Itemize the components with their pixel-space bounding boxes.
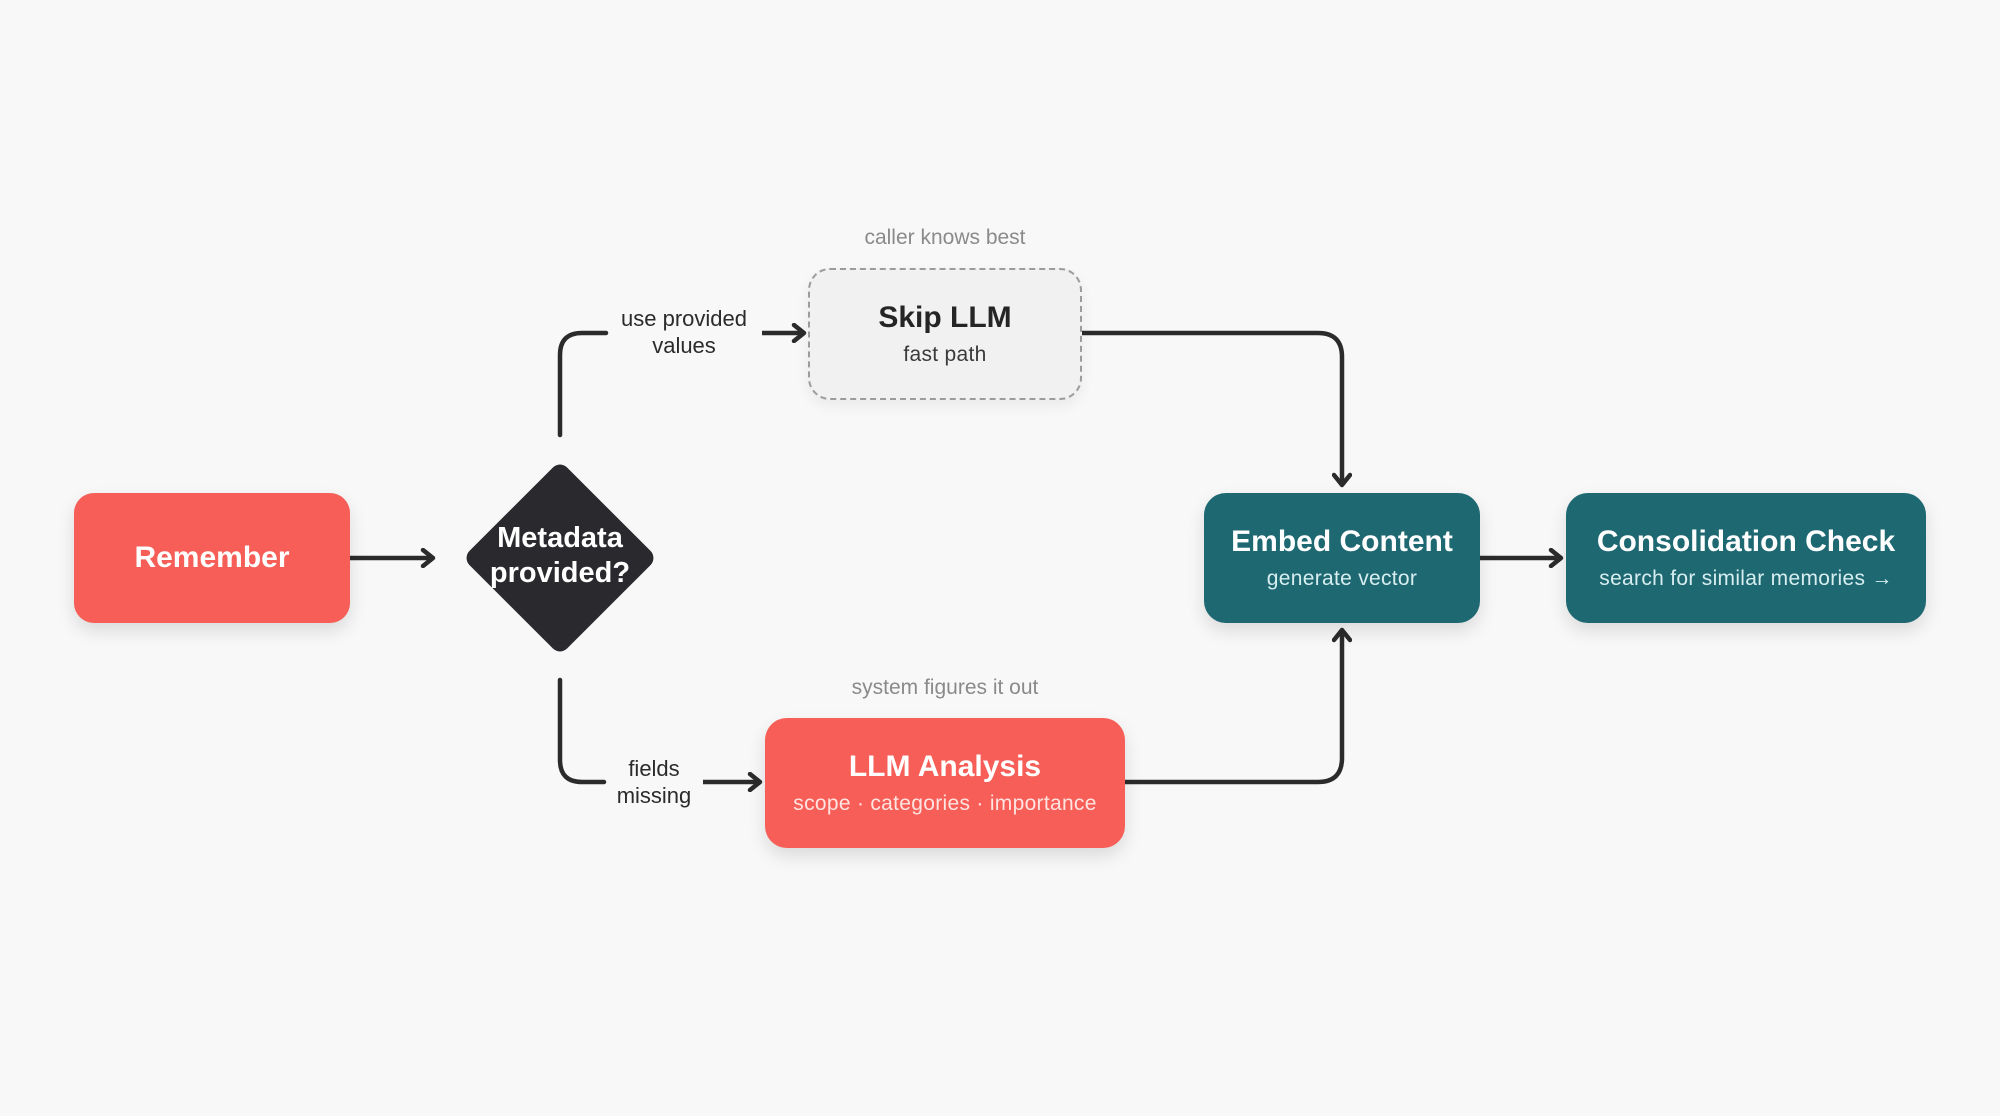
consolidation-check-title: Consolidation Check [1596, 524, 1896, 558]
consolidation-check-subtitle: search for similar memories → [1599, 567, 1893, 591]
llm-analysis-title: LLM Analysis [848, 749, 1042, 783]
llm-analysis-node[interactable]: LLM Analysis scope · categories · import… [765, 718, 1125, 848]
edge-skip-llm-to-embed [1082, 330, 1342, 482]
skip-llm-subtitle: fast path [903, 343, 987, 367]
remember-node[interactable]: Remember [74, 493, 350, 623]
remember-title: Remember [134, 540, 290, 574]
llm-analysis-subtitle: scope · categories · importance [793, 792, 1097, 816]
embed-content-node[interactable]: Embed Content generate vector [1204, 493, 1480, 623]
edge-label-fields-missing: fields missing [616, 756, 692, 808]
llm-analysis-caption: system figures it out [851, 676, 1039, 699]
edge-decision-to-skip-llm [557, 330, 609, 438]
edge-llm-analysis-to-embed [1125, 633, 1342, 785]
consolidation-check-node[interactable]: Consolidation Check search for similar m… [1566, 493, 1926, 623]
skip-llm-title: Skip LLM [878, 300, 1012, 334]
embed-content-subtitle: generate vector [1266, 567, 1418, 591]
decision-diamond-shape [466, 464, 654, 652]
edge-decision-to-llm-analysis [557, 677, 607, 785]
skip-llm-caption: caller knows best [864, 226, 1026, 249]
edge-label-use-provided-values: use provided values [621, 306, 747, 358]
skip-llm-node[interactable]: Skip LLM fast path [808, 268, 1082, 400]
embed-content-title: Embed Content [1231, 524, 1453, 558]
decision-node-label: Metadata provided? [489, 522, 631, 590]
